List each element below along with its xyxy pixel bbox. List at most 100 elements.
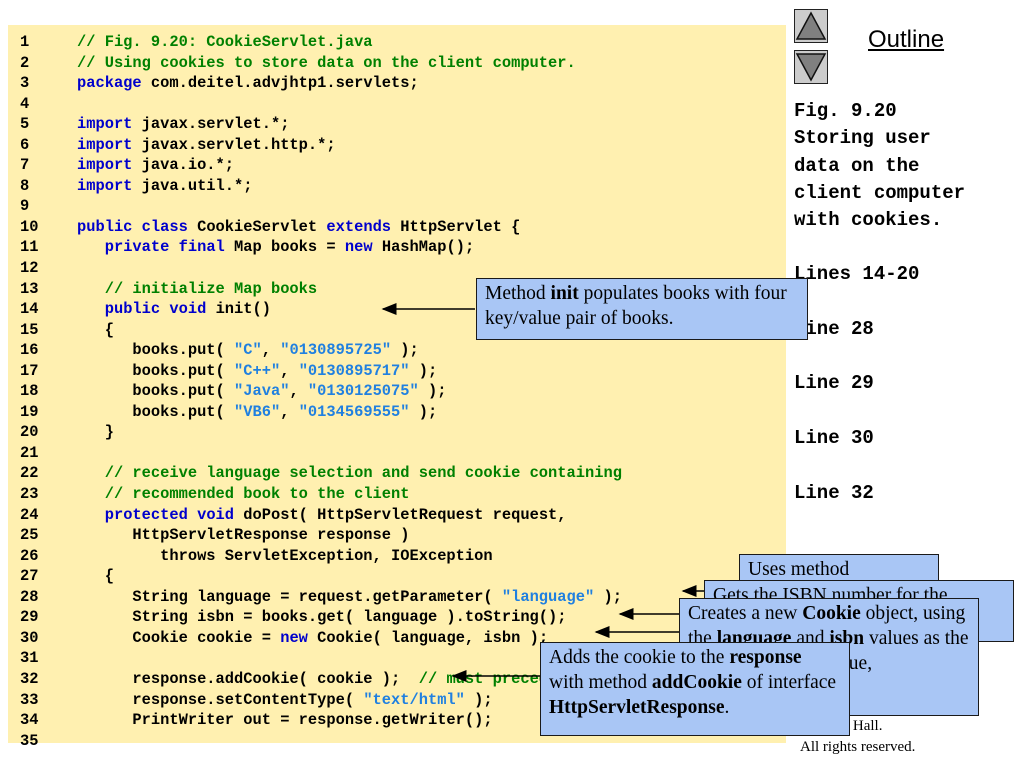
line-references: Lines 14-20 Line 28 Line 29 Line 30 Line… [794, 261, 919, 534]
code-token: , [261, 341, 281, 360]
line-number: 8 [20, 176, 30, 195]
code-line: 1// Fig. 9.20: CookieServlet.java [20, 32, 790, 53]
line-number: 28 [20, 587, 39, 606]
line-number: 5 [20, 115, 30, 134]
line-number: 13 [20, 279, 39, 298]
callout-emphasis: Cookie [802, 603, 861, 624]
code-token: // Using cookies to store data on the cl… [77, 53, 576, 72]
code-token: "C" [234, 341, 262, 360]
code-line: 23 // recommended book to the client [20, 484, 790, 505]
line-number: 15 [20, 320, 39, 339]
line-number: 18 [20, 382, 39, 401]
code-line: 9 [20, 196, 790, 217]
code-token: ); [594, 587, 622, 606]
code-line: 16 books.put( "C", "0130895725" ); [20, 340, 790, 361]
callout-text: Method [485, 283, 551, 304]
code-token: , [280, 361, 299, 380]
code-token [77, 300, 105, 318]
code-token: CookieServlet [187, 217, 327, 236]
code-token: java.util.*; [132, 176, 253, 195]
triangle-up-icon [795, 11, 827, 40]
callout-text: . [724, 697, 730, 718]
code-token: , [280, 402, 299, 421]
callout-text: with method [549, 672, 652, 693]
line-number: 12 [20, 259, 39, 278]
code-token: "text/html" [363, 690, 465, 709]
line-number: 2 [20, 53, 30, 72]
code-token: // recommended book to the client [104, 485, 410, 504]
callout-emphasis: addCookie [651, 672, 742, 693]
code-token: import [77, 135, 133, 154]
code-token: public class [77, 217, 188, 236]
line-number: 23 [20, 485, 39, 504]
code-token: HttpServlet { [391, 217, 521, 236]
code-line: 7 import java.io.*; [20, 155, 790, 176]
code-token: // Fig. 9.20: CookieServlet.java [77, 33, 373, 51]
code-token: import [77, 156, 133, 175]
code-token: Cookie cookie = [77, 628, 281, 647]
code-token: private final [104, 238, 225, 257]
code-line: 35 [20, 731, 790, 752]
code-token: ); [409, 361, 438, 380]
next-slide-button[interactable] [794, 50, 828, 84]
code-token: doPost( HttpServletRequest request, [234, 505, 567, 524]
code-token: Cookie( language, isbn ); [307, 628, 549, 647]
code-token [77, 485, 105, 503]
code-token: new [344, 238, 373, 257]
code-line: 14 public void init() [20, 299, 790, 320]
code-token: { [77, 320, 114, 339]
triangle-down-icon [795, 53, 827, 82]
code-token: new [280, 628, 308, 647]
code-token: books.put( [77, 341, 235, 360]
code-token: "language" [501, 587, 595, 606]
line-number: 34 [20, 711, 39, 730]
callout-text: Creates a new [688, 603, 803, 624]
code-token: "0130895725" [280, 341, 392, 360]
code-token: ); [391, 341, 419, 360]
line-number: 9 [20, 197, 30, 216]
callout-emphasis: init [550, 283, 579, 304]
code-line: 18 books.put( "Java", "0130125075" ); [20, 381, 790, 402]
code-line: 11 private final Map books = new HashMap… [20, 237, 790, 258]
code-token: , [289, 382, 308, 401]
code-line: 26 throws ServletException, IOException [20, 546, 790, 567]
code-token: javax.servlet.*; [132, 115, 290, 134]
code-line: 12 [20, 258, 790, 279]
outline-link[interactable]: Outline [868, 26, 945, 53]
code-token: javax.servlet.http.*; [132, 135, 336, 154]
line-number: 16 [20, 341, 39, 360]
line-number: 35 [20, 731, 39, 750]
code-token: protected void [104, 505, 235, 524]
line-number: 7 [20, 156, 30, 175]
code-token: ); [464, 690, 493, 709]
callout-emphasis: response [729, 647, 802, 668]
code-line: 31 [20, 648, 790, 669]
code-line: 22 // receive language selection and sen… [20, 463, 790, 484]
code-line: 19 books.put( "VB6", "0134569555" ); [20, 402, 790, 423]
code-token [77, 280, 105, 298]
code-token: java.io.*; [132, 156, 235, 175]
code-token: public void [104, 300, 207, 319]
line-number: 33 [20, 690, 39, 709]
line-number: 30 [20, 628, 39, 647]
line-number: 21 [20, 443, 39, 462]
code-token: response.addCookie( cookie ); [77, 669, 419, 688]
code-token: } [77, 423, 114, 442]
code-token: // initialize Map books [104, 279, 318, 298]
callout-init-method: Method init populates books with four ke… [476, 278, 808, 340]
code-line: 20 } [20, 422, 790, 443]
code-token: HttpServletResponse response ) [77, 526, 410, 545]
line-ref-item: Lines 14-20 [794, 263, 920, 285]
line-number: 24 [20, 505, 39, 524]
line-ref-item: Line 28 [794, 317, 874, 340]
previous-slide-button[interactable] [794, 9, 828, 43]
line-ref-item: Line 30 [794, 427, 874, 450]
code-token: Map books = [224, 238, 345, 257]
code-line: 13 // initialize Map books [20, 279, 790, 300]
line-number: 32 [20, 669, 39, 688]
